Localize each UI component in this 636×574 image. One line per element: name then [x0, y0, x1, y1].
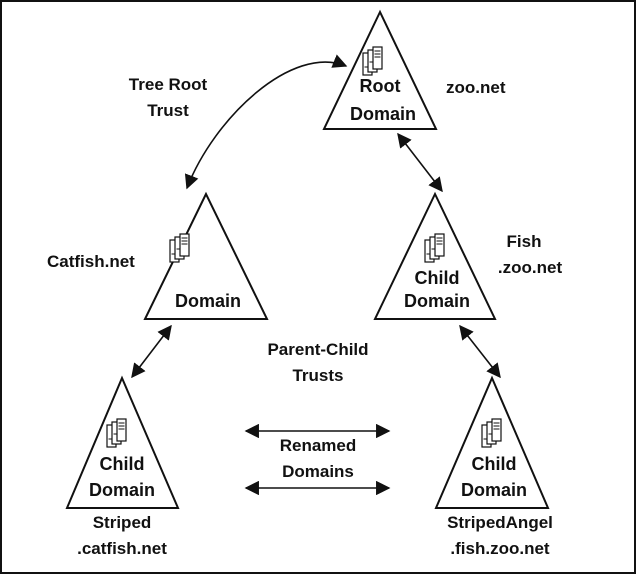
renamed-domains-label-line1: Renamed — [280, 436, 357, 455]
stripedangel-domain-name-line1: StripedAngel — [447, 513, 553, 532]
fish-domain-line2: Domain — [404, 291, 470, 311]
striped-domain-name-line1: Striped — [93, 513, 152, 532]
striped-domain-triangle — [65, 375, 180, 509]
parent-child-trusts-label-line2: Trusts — [292, 366, 343, 385]
fish-domain-name-line1: Fish — [507, 232, 542, 251]
tree-root-trust-label-line1: Tree Root — [129, 75, 208, 94]
tree-root-trust-arrow — [184, 54, 348, 190]
fish-domain-line1: Child — [415, 268, 460, 288]
parent-child-trusts-label-line1: Parent-Child — [267, 340, 368, 359]
striped-domain-line1: Child — [100, 454, 145, 474]
tree-root-trust-label-line2: Trust — [147, 101, 189, 120]
striped-domain-line2: Domain — [89, 480, 155, 500]
catfish-striped-trust-arrow — [131, 324, 172, 379]
fish-stripedangel-trust-arrow — [459, 324, 501, 379]
striped-domain-name-line2: .catfish.net — [77, 539, 167, 558]
stripedangel-domain-name-line2: .fish.zoo.net — [450, 539, 550, 558]
root-domain-line1: Root — [360, 76, 401, 96]
root-domain-triangle — [322, 9, 438, 130]
stripedangel-domain-line2: Domain — [461, 480, 527, 500]
renamed-domains-label-line2: Domains — [282, 462, 354, 481]
root-domain-line2: Domain — [350, 104, 416, 124]
catfish-domain-name: Catfish.net — [47, 252, 135, 271]
catfish-domain-line1: Domain — [175, 291, 241, 311]
root-domain-name: zoo.net — [446, 78, 506, 97]
fish-domain-name-line2: .zoo.net — [498, 258, 563, 277]
root-fish-trust-arrow — [397, 132, 443, 193]
stripedangel-domain-line1: Child — [472, 454, 517, 474]
